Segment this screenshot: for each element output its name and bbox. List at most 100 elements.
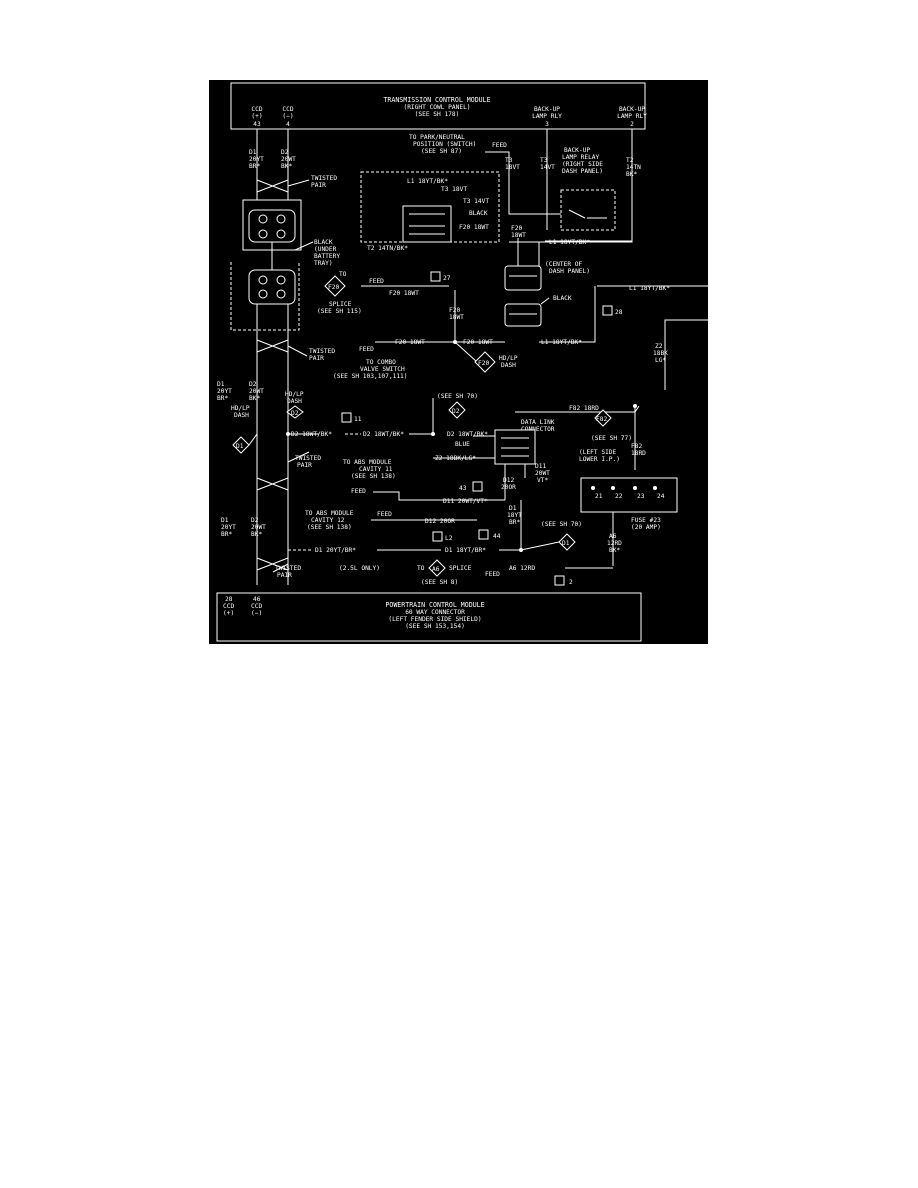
lbl-abs2-c: (SEE SH 138) xyxy=(307,524,352,531)
lbl-twisted-a: TWISTED xyxy=(311,175,337,182)
lbl-park-c: (SEE SH 87) xyxy=(421,148,462,155)
lbl-twisted4-a: TWISTED xyxy=(275,565,301,572)
fuse-dot xyxy=(591,486,595,490)
lbl-f82-b: 18RD xyxy=(631,450,646,457)
lbl-z2-c: LG* xyxy=(655,357,666,364)
lbl-d11-c: VT* xyxy=(537,477,548,484)
lbl-hdlp-b: DASH xyxy=(501,362,516,369)
lbl-d1-node: D1 xyxy=(236,443,244,450)
connector-top-body xyxy=(248,209,296,243)
lbl-t2-c: BK* xyxy=(626,171,637,178)
lbl-hdlp3-a: HD/LP xyxy=(231,405,250,412)
dlc-tails xyxy=(504,464,526,500)
lbl-t3-a: T3 xyxy=(505,157,513,164)
lbl-see8: (SEE SH 8) xyxy=(421,579,458,586)
lbl-feed5: FEED xyxy=(377,511,392,518)
lbl-f20-18b: F20 18WT xyxy=(389,290,419,297)
lbl-f20-hdlp: F20 xyxy=(478,360,489,367)
pcm-ccd-plus-sign: (+) xyxy=(223,610,234,617)
connector-top-pin xyxy=(258,229,268,239)
lbl-abs2-a: TO ABS MODULE xyxy=(305,510,354,517)
pcm-ccd-plus-pin: 28 xyxy=(225,596,233,603)
dlc-wires xyxy=(433,435,495,459)
lbl-park-b: POSITION (SWITCH) xyxy=(413,141,476,148)
lbl-d12-b: 20OR xyxy=(501,484,516,491)
splice-dot xyxy=(286,432,290,436)
lbl-t3-18: T3 18VT xyxy=(441,186,467,193)
splice-dot xyxy=(519,548,523,552)
pcm-title: POWERTRAIN CONTROL MODULE xyxy=(385,601,484,609)
lbl-f20-v-a: F20 xyxy=(449,307,460,314)
lbl-abs1-b: CAVITY 11 xyxy=(359,466,393,473)
connector-top-pin xyxy=(276,229,286,239)
l1-drop-wire xyxy=(539,286,596,343)
lbl-d1-bot-c: BR* xyxy=(221,531,232,538)
lbl-to2: TO xyxy=(417,565,425,572)
lbl-twisted2-b: PAIR xyxy=(309,355,324,362)
lbl-feed4: FEED xyxy=(351,488,366,495)
lbl-f20-b: 18WT xyxy=(511,232,526,239)
center-wires xyxy=(517,238,540,266)
relay-switch xyxy=(568,209,607,219)
lbl-only: (2.5L ONLY) xyxy=(339,565,380,572)
center-connector-top xyxy=(504,265,542,291)
lbl-twisted3-b: PAIR xyxy=(297,462,312,469)
lbl-center-b: DASH PANEL) xyxy=(549,268,590,275)
pcm-ccd-minus-sign: (−) xyxy=(251,610,262,617)
lbl-f24: 24 xyxy=(657,493,665,500)
lbl-twisted4-b: PAIR xyxy=(277,572,292,579)
pcm-sub3: (SEE SH 153,154) xyxy=(405,623,465,630)
lbl-lower-a: (LEFT SIDE xyxy=(579,449,617,456)
lbl-see77: (SEE SH 77) xyxy=(591,435,632,442)
lbl-twisted2-a: TWISTED xyxy=(309,348,335,355)
lbl-blue: BLUE xyxy=(455,441,470,448)
center-connector-lines xyxy=(509,275,537,315)
lbl-f20-a: F20 xyxy=(511,225,522,232)
lbl-d1-node2: D1 xyxy=(562,540,570,547)
lbl-n11: 11 xyxy=(354,416,362,423)
tcm-ccd-minus: CCD xyxy=(282,106,293,113)
lbl-f82-18: F82 18RD xyxy=(569,405,599,412)
wiring-diagram: TRANSMISSION CONTROL MODULE (RIGHT COWL … xyxy=(209,80,708,644)
lbl-black-under-d: TRAY) xyxy=(314,260,333,267)
z2-wire xyxy=(664,319,708,390)
lbl-combo-a: TO COMBO xyxy=(366,359,396,366)
twisted-pair-mark-1 xyxy=(256,179,310,193)
lbl-a6-18: A6 12RD xyxy=(509,565,535,572)
dlc-body xyxy=(494,429,536,465)
lbl-d2-b: 20WT xyxy=(281,156,296,163)
lbl-d1-18b: 18YT xyxy=(507,512,522,519)
lbl-d2-bot-c: BK* xyxy=(251,531,262,538)
lbl-d2-a: D2 xyxy=(281,149,289,156)
park-feed-wire xyxy=(485,151,510,170)
lbl-black2: BLACK xyxy=(553,295,572,302)
f20-to-hdlp xyxy=(454,341,478,363)
relay-wires xyxy=(508,170,633,243)
twisted-pair-mark-3 xyxy=(256,477,289,491)
lbl-d2-18a: D2 18WT/BK* xyxy=(291,431,332,438)
pcm-sub2: (LEFT FENDER SIDE SHIELD) xyxy=(388,616,481,623)
lbl-d1-18c: BR* xyxy=(509,519,520,526)
lbl-t3-b: 18VT xyxy=(505,164,520,171)
lbl-d2-bot-a: D2 xyxy=(251,517,259,524)
wiring-diagram-svg: TRANSMISSION CONTROL MODULE (RIGHT COWL … xyxy=(216,82,708,642)
lbl-to: TO xyxy=(339,271,347,278)
lbl-d1-mid-b: 20YT xyxy=(217,388,232,395)
lbl-abs1-c: (SEE SH 138) xyxy=(351,473,396,480)
d2-node-diamond xyxy=(286,405,304,419)
lbl-f20-18c: F20 18WT xyxy=(463,339,493,346)
d2-node-diamond-2 xyxy=(448,401,466,419)
tcm-ccd-plus: CCD xyxy=(251,106,262,113)
lbl-d2-node2: D2 xyxy=(452,408,460,415)
tcm-ccd-minus-sign: (−) xyxy=(282,113,293,120)
lbl-f20-v-b: 18WT xyxy=(449,314,464,321)
twisted-pair-mark-2 xyxy=(256,339,308,357)
lbl-see70: (SEE SH 70) xyxy=(437,393,478,400)
lbl-feed3: FEED xyxy=(359,346,374,353)
conn-l2-box xyxy=(432,531,443,542)
f20-node-diamond xyxy=(324,275,346,297)
tcm-backup2-b: LAMP RLY xyxy=(617,113,647,120)
twisted-pair-mark-4 xyxy=(256,557,289,573)
lbl-d11-b: 20WT xyxy=(535,470,550,477)
fuse-dot xyxy=(611,486,615,490)
